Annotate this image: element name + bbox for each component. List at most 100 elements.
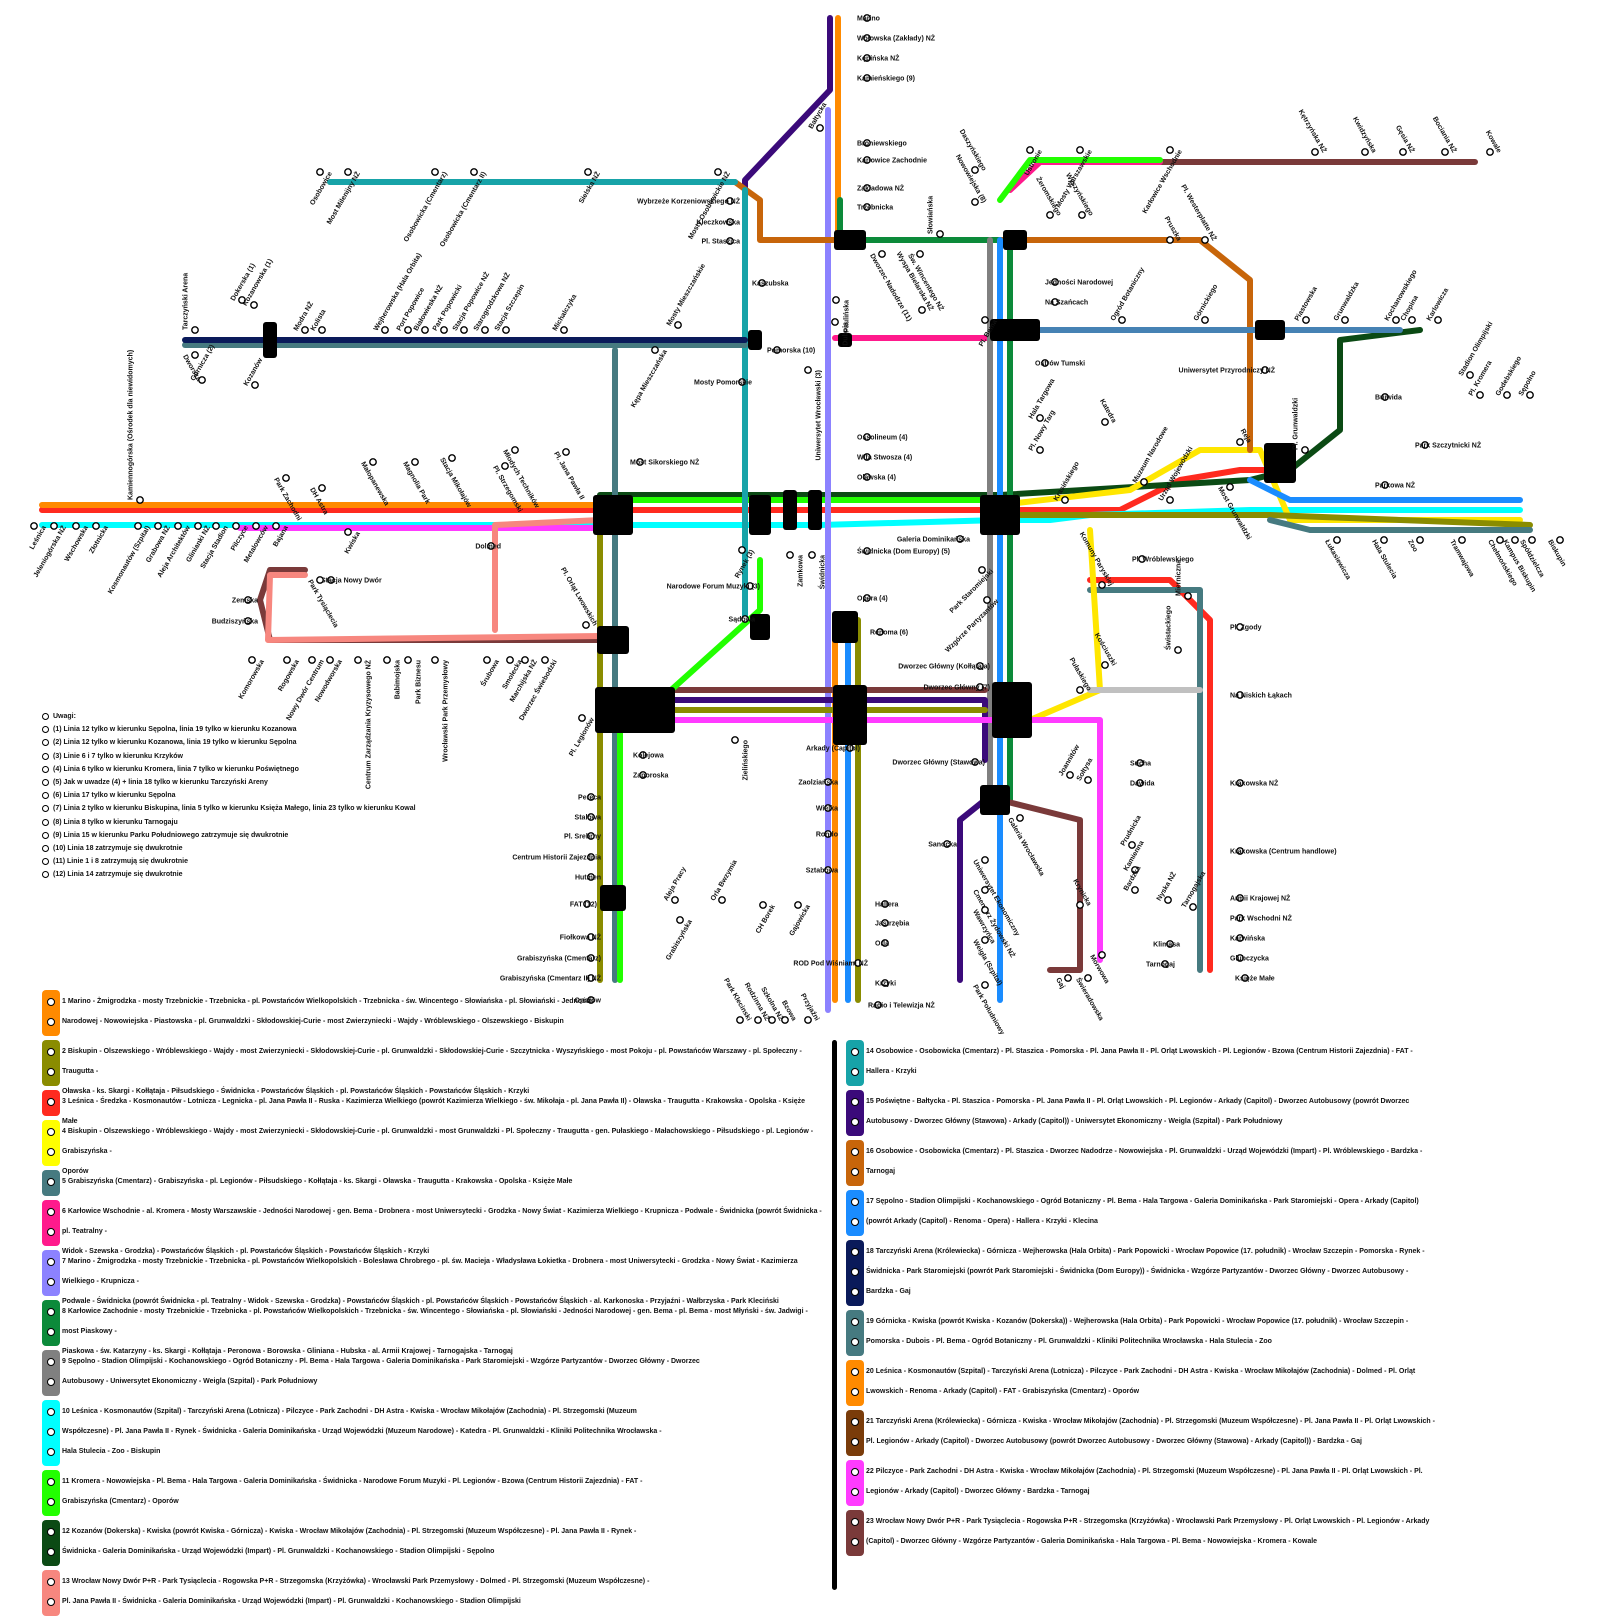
station-dot[interactable] [1017,815,1023,821]
station-dot[interactable] [833,297,839,303]
station-dot[interactable] [461,327,467,333]
station-dot[interactable] [522,657,528,663]
station[interactable]: Pl. Jana Pawła II [552,449,585,501]
station[interactable]: Świdnicka (Dom Europy) (5) [857,547,950,556]
station[interactable]: Arkady (Capitol) [806,745,860,753]
station[interactable]: Galeria Wrocławska [1006,815,1045,878]
station[interactable]: Zemska [232,597,258,605]
station[interactable]: Tarczyński Arena [183,273,199,333]
station[interactable]: Sucha [1130,760,1151,768]
station[interactable]: Księże Małe [1235,975,1275,983]
station-dot[interactable] [1085,975,1091,981]
station-dot[interactable] [1442,149,1448,155]
station[interactable]: Krakowska (Centrum handlowe) [1230,848,1337,856]
station-dot[interactable] [1312,149,1318,155]
station[interactable]: Oławska (4) [857,474,896,482]
station-dot[interactable] [563,449,569,455]
station[interactable]: Stacja Nowy Dwór [321,577,382,585]
station-dot[interactable] [1185,593,1191,599]
station-dot[interactable] [1119,317,1125,323]
station[interactable]: Żeromskiego [1034,176,1063,219]
station[interactable]: Zaolziańska [798,779,838,787]
station-dot[interactable] [972,167,978,173]
station[interactable]: Pomorska (10) [767,347,815,355]
station-dot[interactable] [73,523,79,529]
station-dot[interactable] [283,475,289,481]
station-dot[interactable] [355,657,361,663]
station-dot[interactable] [370,459,376,465]
station-dot[interactable] [984,597,990,603]
station[interactable]: Pl. Wróblewskiego [1132,556,1194,564]
station[interactable]: Hala Stulecia [1370,537,1398,580]
station[interactable]: Świeradowska [1074,975,1106,1022]
station[interactable]: Jastrzębia [875,920,909,928]
station[interactable]: Pl. Westerplatte NŻ [1179,183,1218,243]
station[interactable]: Zakładowa NŻ [857,185,905,193]
station-dot[interactable] [832,319,838,325]
station-dot[interactable] [1141,479,1147,485]
station-dot[interactable] [1362,149,1368,155]
station[interactable]: Sępolno [1518,370,1538,398]
station-dot[interactable] [253,523,259,529]
station-dot[interactable] [273,523,279,529]
station-dot[interactable] [1504,392,1510,398]
station[interactable]: Wołowska (Zakłady) NŻ [857,35,936,43]
station[interactable]: Orla [875,940,889,948]
station[interactable]: Kępińska NŻ [857,55,900,63]
station[interactable]: Młodych Techników [501,447,540,510]
station-dot[interactable] [1165,897,1171,903]
station-dot[interactable] [327,657,333,663]
station-dot[interactable] [982,937,988,943]
station-dot[interactable] [503,327,509,333]
station-dot[interactable] [1400,149,1406,155]
station[interactable]: Dworzec Główny (7) [923,684,990,692]
station[interactable]: Stacja Popowice NŻ [451,270,492,333]
station[interactable]: Narodowe Forum Muzyki (3) [667,583,760,591]
station[interactable]: Hutmen [575,874,601,882]
station-dot[interactable] [1077,687,1083,693]
station[interactable]: Świstackiego [1164,606,1182,654]
station-dot[interactable] [345,529,351,535]
station[interactable]: Morwowa [1088,952,1110,985]
station[interactable]: Głubczycka [1230,955,1269,963]
station[interactable]: Mosty Mieszczańskie [666,263,707,329]
station[interactable]: Kamiennogórska (Ośrodek dla niewidomych) [128,350,144,503]
station[interactable]: Sanocka [928,841,957,849]
station-dot[interactable] [732,737,738,743]
station[interactable]: Bociania NŻ [1431,115,1459,155]
station[interactable]: Gęsia NŻ [1394,124,1416,155]
station-dot[interactable] [1132,887,1138,893]
station[interactable]: Ossolineum (4) [857,434,908,442]
station-dot[interactable] [175,523,181,529]
station-dot[interactable] [1202,237,1208,243]
station-dot[interactable] [51,523,57,529]
station-dot[interactable] [471,169,477,175]
station[interactable]: Sielska NŻ [577,169,602,205]
station-dot[interactable] [817,125,823,131]
station[interactable]: Karlowicza [1426,287,1450,323]
station-dot[interactable] [1047,212,1053,218]
station-dot[interactable] [652,347,658,353]
station-dot[interactable] [317,577,323,583]
station-dot[interactable] [512,447,518,453]
station[interactable]: Grunwaldzka [1333,281,1361,323]
station-dot[interactable] [675,322,681,328]
station-dot[interactable] [135,523,141,529]
station-dot[interactable] [787,552,793,558]
station-dot[interactable] [1077,902,1083,908]
station-dot[interactable] [1102,662,1108,668]
station-dot[interactable] [739,547,745,553]
station[interactable]: Zaporoska [633,772,669,780]
station-dot[interactable] [93,523,99,529]
station[interactable]: Tramwajowa [1448,537,1475,579]
station[interactable]: Śrubowa [478,657,501,688]
station-dot[interactable] [1190,904,1196,910]
station-dot[interactable] [982,907,988,913]
station[interactable]: Górnickiego [1193,283,1219,323]
station-dot[interactable] [1202,317,1208,323]
station-dot[interactable] [382,327,388,333]
station[interactable]: Dolmed [475,543,501,551]
station-dot[interactable] [1167,237,1173,243]
station-dot[interactable] [1417,537,1423,543]
station-dot[interactable] [1302,447,1308,453]
